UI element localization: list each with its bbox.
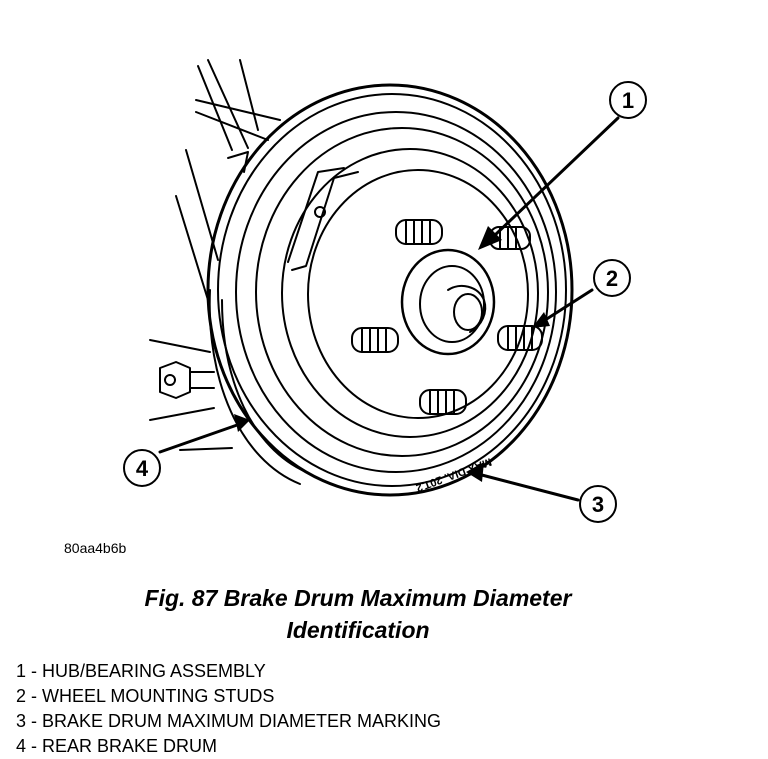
svg-text:4: 4 bbox=[136, 456, 149, 481]
stud bbox=[351, 327, 399, 353]
callout-2: 2 bbox=[593, 259, 631, 297]
callout-1: 1 bbox=[609, 81, 647, 119]
rear-brake-drum bbox=[206, 83, 574, 497]
svg-text:3: 3 bbox=[592, 492, 604, 517]
legend-item: 3 - BRAKE DRUM MAXIMUM DIAMETER MARKING bbox=[16, 711, 442, 731]
caption-line-2: Identification bbox=[286, 617, 430, 643]
brake-drum-illustration: MAX DIA. 20T.2 1 2 3 4 bbox=[123, 59, 647, 523]
legend-item: 4 - REAR BRAKE DRUM bbox=[16, 736, 218, 756]
suspension-frame bbox=[149, 59, 281, 451]
wheel-mounting-studs bbox=[351, 219, 543, 415]
hub-bearing-assembly bbox=[400, 248, 496, 356]
caliper-bolt bbox=[159, 361, 215, 399]
callout-3: 3 bbox=[579, 485, 617, 523]
image-code: 80aa4b6b bbox=[64, 540, 127, 556]
legend: 1 - HUB/BEARING ASSEMBLY 2 - WHEEL MOUNT… bbox=[16, 659, 441, 759]
legend-item: 2 - WHEEL MOUNTING STUDS bbox=[16, 686, 275, 706]
svg-text:1: 1 bbox=[622, 88, 634, 113]
callout-leaders bbox=[158, 116, 620, 502]
arrow-heads bbox=[234, 226, 550, 482]
stud bbox=[395, 219, 443, 245]
figure-caption: Fig. 87 Brake Drum Maximum Diameter Iden… bbox=[0, 582, 716, 646]
callout-4: 4 bbox=[123, 449, 161, 487]
stud bbox=[497, 325, 543, 351]
svg-text:2: 2 bbox=[606, 266, 618, 291]
stud bbox=[419, 389, 467, 415]
caption-line-1: Fig. 87 Brake Drum Maximum Diameter bbox=[144, 585, 572, 611]
legend-item: 1 - HUB/BEARING ASSEMBLY bbox=[16, 661, 266, 681]
